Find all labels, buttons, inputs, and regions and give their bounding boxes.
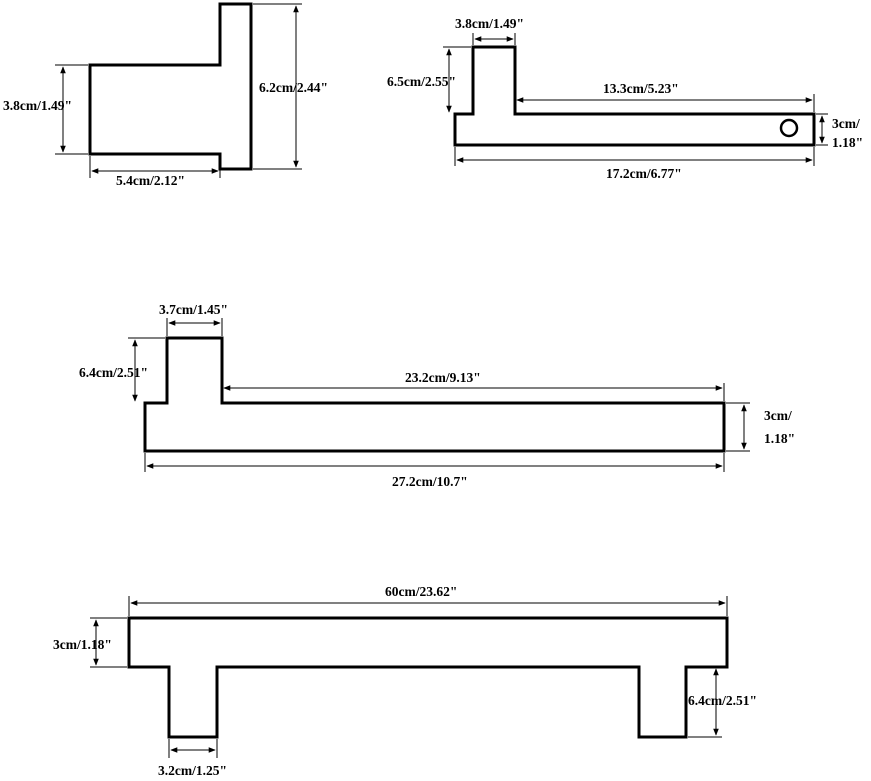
figure-3-top-width-label: 3.7cm/1.45" [159,302,228,317]
figure-3-outline [143,336,726,453]
figure-3-arm-length-label: 23.2cm/9.13" [405,370,481,385]
figure-1-outline [88,2,253,171]
figure-1-height-label: 3.8cm/1.49" [3,98,72,113]
figure-4-leg-height-label: 6.4cm/2.51" [688,693,757,708]
figure-2-thickness-label-line1: 3cm/ [832,116,860,131]
figure-1-total-height-label: 6.2cm/2.44" [259,80,328,95]
figure-2-tab-height-label: 6.5cm/2.55" [387,74,456,89]
figure-2-thickness-label-line2: 1.18" [832,135,863,150]
figure-2-mounting-hole [779,118,799,138]
figure-3-tab-height-label: 6.4cm/2.51" [79,365,148,380]
figure-1: 3.8cm/1.49" 5.4cm/2.12" 6.2cm/2.44" [3,2,328,188]
figure-2-outline [453,45,816,147]
figure-3-thickness-label-line1: 3cm/ [764,408,792,423]
figure-4: 60cm/23.62" 3cm/1.18" 6.4cm/2.51" 3.2cm/… [53,584,757,778]
figure-4-thickness-label: 3cm/1.18" [53,637,112,652]
figure-4-outline [127,616,729,739]
figure-2-arm-length-label: 13.3cm/5.23" [603,81,679,96]
figure-2: 3.8cm/1.49" 6.5cm/2.55" 13.3cm/5.23" 3cm… [387,16,863,181]
figure-4-total-length-label: 60cm/23.62" [385,584,457,599]
figure-1-width-label: 5.4cm/2.12" [116,173,185,188]
figure-3-total-length-label: 27.2cm/10.7" [392,474,468,489]
figure-2-total-length-label: 17.2cm/6.77" [606,166,682,181]
figure-3: 3.7cm/1.45" 6.4cm/2.51" 23.2cm/9.13" 3cm… [79,302,795,489]
figure-4-leg-width-label: 3.2cm/1.25" [158,763,227,778]
figure-3-thickness-label-line2: 1.18" [764,431,795,446]
figure-2-top-width-label: 3.8cm/1.49" [455,16,524,31]
